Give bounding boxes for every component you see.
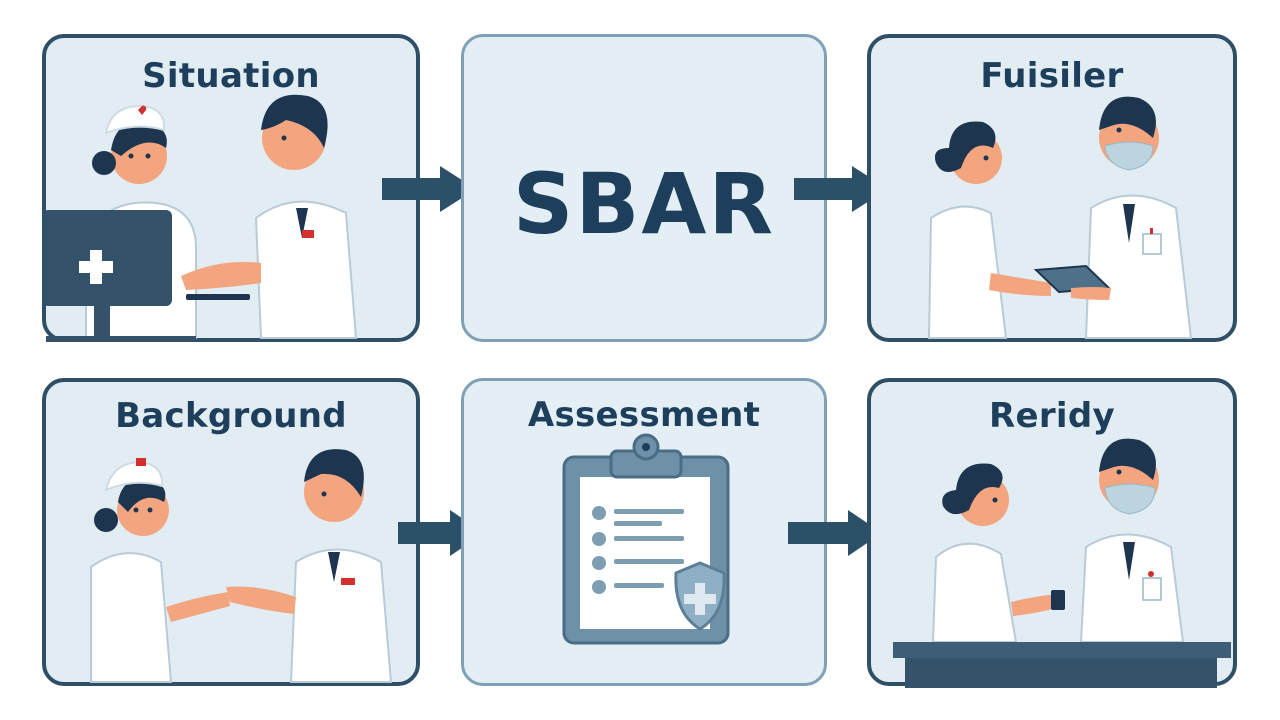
- panel-situation: Situation: [42, 34, 420, 342]
- panel-fuisiler: Fuisiler: [867, 34, 1237, 342]
- doctor-figure: [1079, 438, 1185, 643]
- clipboard-checklist-icon: [562, 433, 730, 645]
- nurse-figure: [931, 463, 1057, 643]
- doctor-figure: [1084, 96, 1193, 339]
- panel-reridy: Reridy: [867, 378, 1237, 688]
- sbar-heading: SBAR: [512, 155, 776, 253]
- panel-sbar: SBAR: [461, 34, 827, 342]
- panel-title: Background: [115, 396, 347, 436]
- panel-assessment: Assessment: [461, 378, 827, 686]
- tablet-icon: [1033, 264, 1112, 300]
- shield-plus-icon: [674, 561, 726, 631]
- panel-background: Background: [42, 378, 420, 686]
- reridy-illustration: [893, 438, 1231, 688]
- background-illustration: [90, 449, 393, 683]
- situation-illustration: [46, 94, 358, 342]
- panel-title: Fuisiler: [980, 56, 1124, 96]
- panel-title: Assessment: [527, 395, 761, 435]
- nurse-figure: [927, 121, 1051, 339]
- male-nurse-figure: [181, 94, 358, 339]
- male-nurse-figure: [226, 449, 393, 683]
- fuisiler-illustration: [927, 96, 1193, 339]
- panel-title: Reridy: [989, 396, 1115, 436]
- panel-title: Situation: [142, 56, 320, 96]
- nurse-figure: [90, 458, 230, 683]
- counter-desk: [893, 642, 1231, 658]
- medication-bottle-icon: [1051, 590, 1065, 610]
- arrow-right-icon: [380, 164, 480, 214]
- computer-monitor-icon: [46, 210, 196, 342]
- arrow-right-icon: [786, 508, 886, 558]
- arrow-right-icon: [792, 164, 892, 214]
